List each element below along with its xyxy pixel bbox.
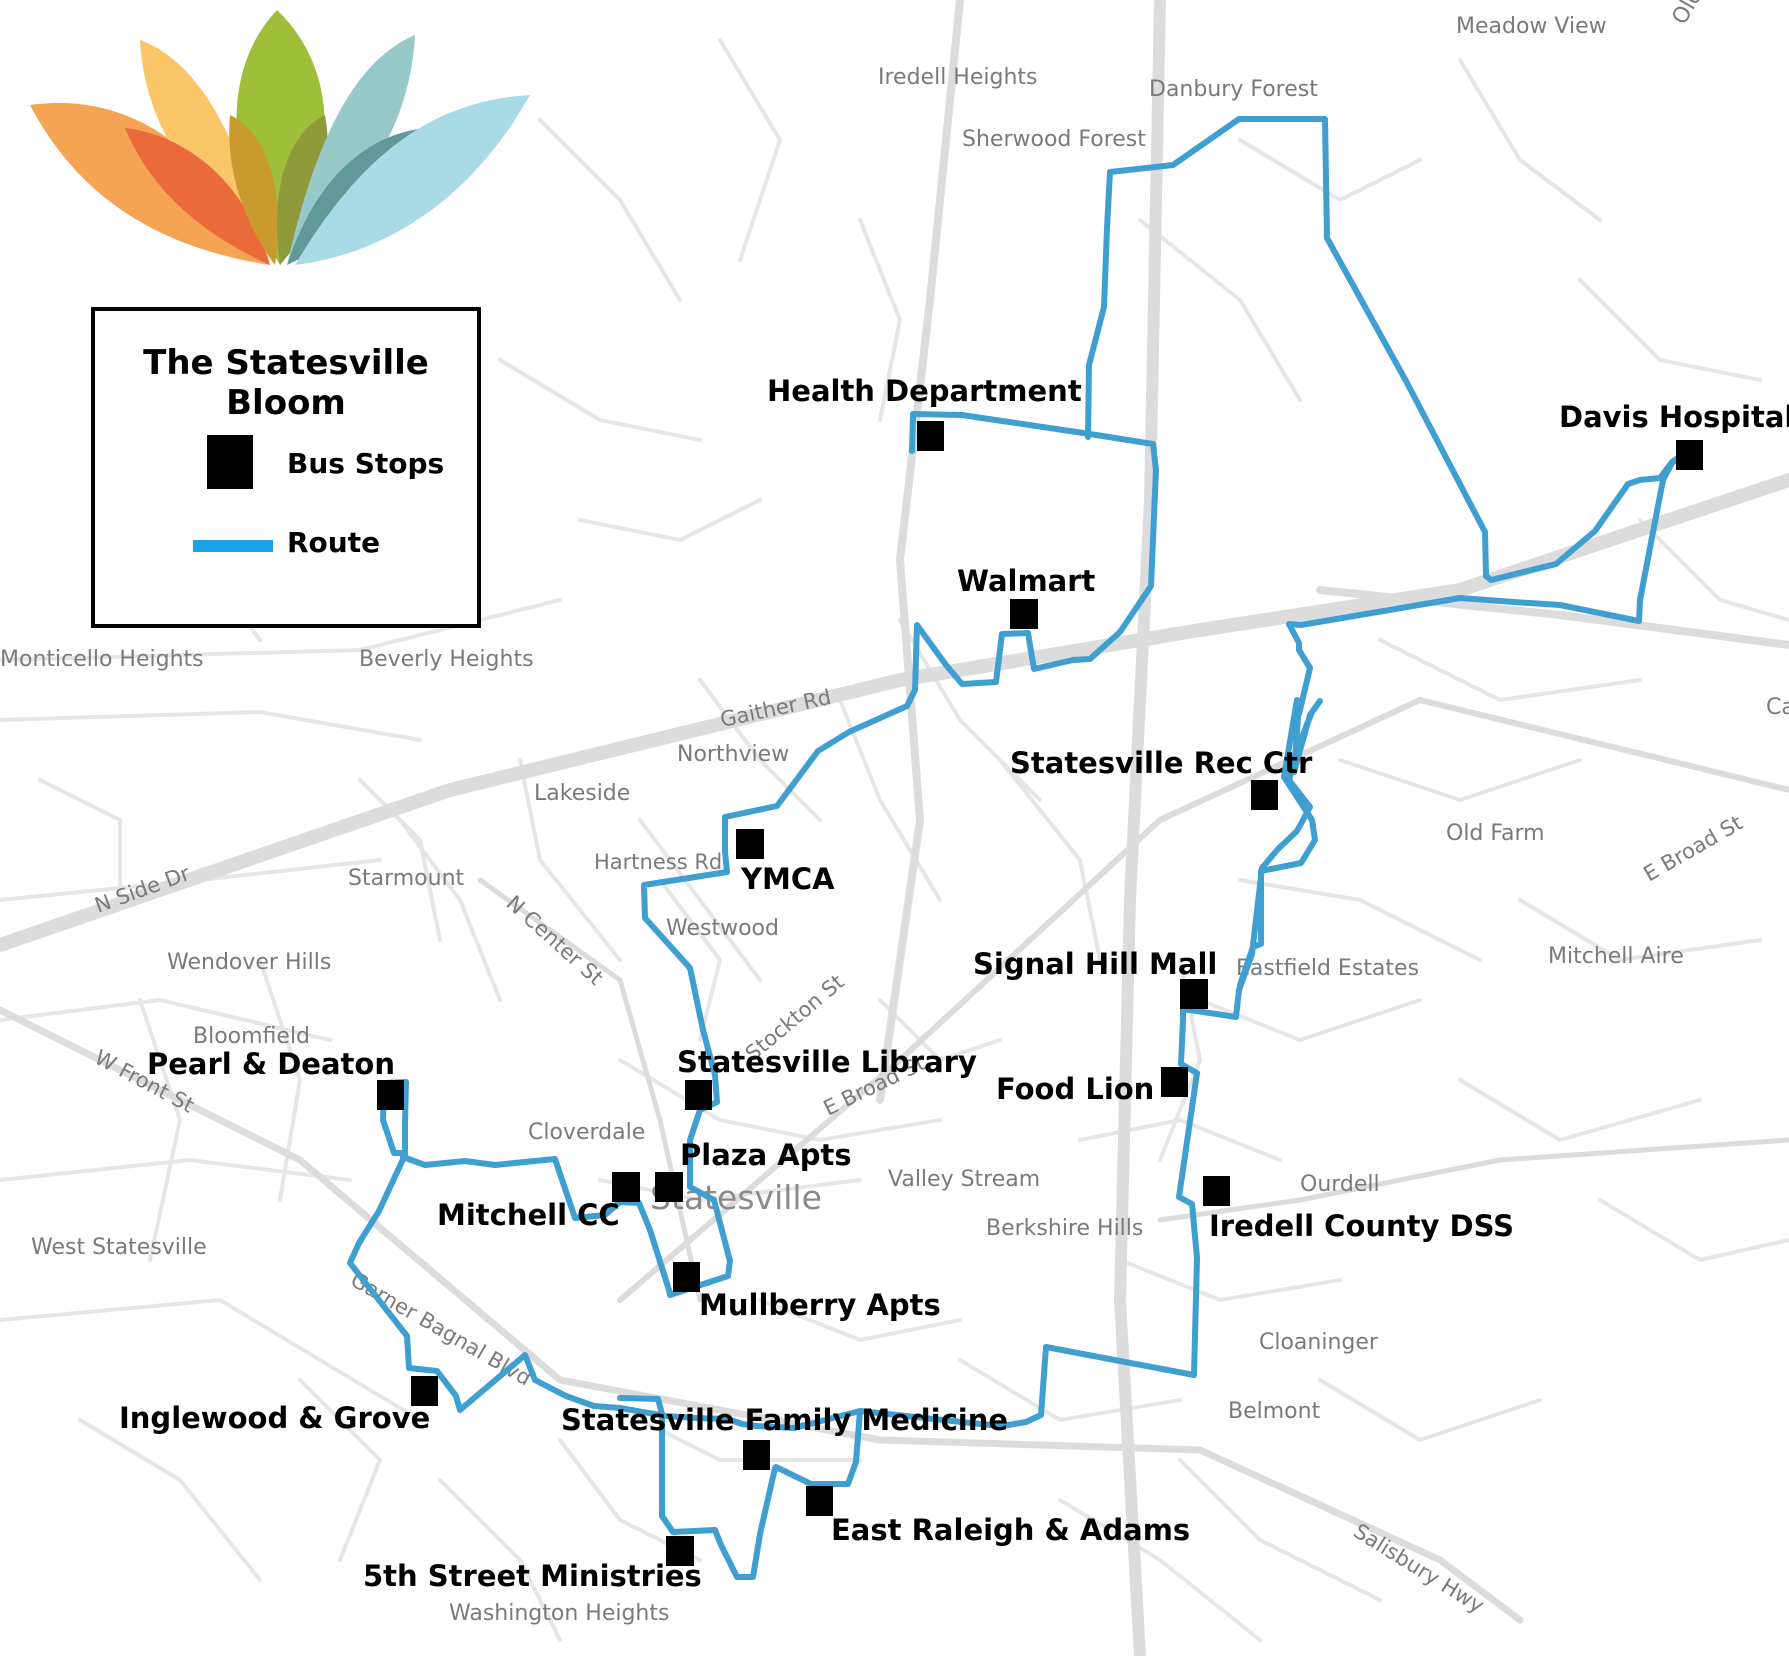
bus-stop-marker[interactable] [1180, 979, 1208, 1009]
neighborhood-label: Belmont [1228, 1399, 1321, 1424]
neighborhood-label: Lakeside [534, 781, 630, 806]
bus-stop-marker[interactable] [411, 1376, 438, 1406]
stop-label-signal-hill-mall: Signal Hill Mall [973, 947, 1217, 981]
bus-stop-marker[interactable] [917, 421, 944, 451]
bus-stop-labels: Health Department Walmart Davis Hospital… [119, 374, 1789, 1593]
neighborhood-label: Cloaninger [1259, 1330, 1379, 1355]
bus-stop-marker[interactable] [1251, 780, 1278, 810]
neighborhood-label: Eastfield Estates [1236, 956, 1419, 981]
stop-label-food-lion: Food Lion [996, 1072, 1154, 1106]
neighborhood-label: Old Farm [1446, 821, 1545, 846]
stop-label-inglewood-grove: Inglewood & Grove [119, 1401, 430, 1435]
bus-stop-marker[interactable] [666, 1536, 694, 1566]
stop-label-east-raleigh-adams: East Raleigh & Adams [831, 1513, 1190, 1547]
legend-title: The Statesville Bloom [143, 343, 429, 423]
stop-label-ymca: YMCA [740, 862, 835, 896]
bus-stop-symbol [207, 435, 253, 489]
stop-label-plaza-apts: Plaza Apts [680, 1138, 852, 1172]
stop-label-statesville-library: Statesville Library [677, 1045, 977, 1079]
bus-stop-marker[interactable] [1203, 1176, 1230, 1206]
minor-street-network [0, 38, 1789, 1642]
logo-petal [125, 128, 270, 265]
lotus-bloom-logo-icon [30, 10, 530, 265]
neighborhood-label: Sherwood Forest [962, 127, 1146, 152]
neighborhood-label: Cloverdale [528, 1120, 645, 1145]
neighborhood-label: Valley Stream [888, 1167, 1040, 1192]
neighborhood-label: Northview [677, 742, 789, 767]
neighborhood-label: Westwood [666, 916, 779, 941]
map-legend: The Statesville Bloom Bus Stops Route [91, 307, 481, 628]
bus-stop-marker[interactable] [612, 1172, 640, 1202]
logo-petal [277, 115, 328, 265]
street-label: Hartness Rd [594, 850, 722, 874]
neighborhood-label: Ca [1766, 695, 1789, 720]
bus-stop-marker[interactable] [1676, 440, 1703, 470]
neighborhood-label: Bloomfield [193, 1024, 310, 1049]
bus-stop-marker[interactable] [806, 1486, 833, 1516]
stop-label-health-department: Health Department [767, 374, 1082, 408]
logo-petal [295, 95, 530, 265]
neighborhood-label: Iredell Heights [878, 65, 1038, 90]
legend-bus-stops-label: Bus Stops [287, 447, 445, 480]
bus-stop-marker[interactable] [377, 1080, 404, 1110]
bus-stop-marker[interactable] [673, 1262, 700, 1292]
neighborhood-label: Starmount [348, 866, 465, 891]
bus-stop-markers [377, 421, 1703, 1566]
neighborhood-label: Wendover Hills [167, 950, 331, 975]
route-line-symbol [193, 540, 273, 552]
stop-label-walmart: Walmart [957, 564, 1096, 598]
neighborhood-label: Washington Heights [449, 1601, 669, 1626]
stop-label-mullberry-apts: Mullberry Apts [699, 1288, 941, 1322]
bus-stop-marker[interactable] [743, 1440, 770, 1470]
neighborhood-label: Danbury Forest [1149, 77, 1318, 102]
bus-route-line-east[interactable] [857, 697, 1323, 1429]
bus-stop-marker[interactable] [655, 1172, 683, 1202]
stop-label-statesville-rec-ctr: Statesville Rec Ctr [1010, 746, 1313, 780]
neighborhood-label: Berkshire Hills [986, 1216, 1143, 1241]
stop-label-davis-hospital: Davis Hospital [1559, 400, 1789, 434]
neighborhood-label: Beverly Heights [359, 647, 534, 672]
bus-stop-marker[interactable] [1010, 599, 1038, 629]
neighborhood-label: Monticello Heights [0, 647, 204, 672]
bus-stop-marker[interactable] [1161, 1067, 1188, 1097]
neighborhood-label: West Statesville [31, 1235, 207, 1260]
stop-label-statesville-family-medicine: Statesville Family Medicine [561, 1403, 1008, 1437]
stop-label-5th-street-ministries: 5th Street Ministries [363, 1559, 702, 1593]
neighborhood-label: Mitchell Aire [1548, 944, 1684, 969]
stop-label-iredell-county-dss: Iredell County DSS [1209, 1209, 1514, 1243]
stop-label-mitchell-cc: Mitchell CC [437, 1198, 620, 1232]
bus-stop-marker[interactable] [685, 1080, 712, 1110]
neighborhood-label: Meadow View [1456, 14, 1607, 39]
neighborhood-label: Ourdell [1300, 1172, 1380, 1197]
stop-label-pearl-deaton: Pearl & Deaton [147, 1047, 395, 1081]
legend-route-label: Route [287, 526, 381, 559]
bus-route-line-north[interactable] [1085, 116, 1686, 717]
logo-petal [229, 115, 278, 265]
bus-stop-marker[interactable] [736, 829, 764, 859]
